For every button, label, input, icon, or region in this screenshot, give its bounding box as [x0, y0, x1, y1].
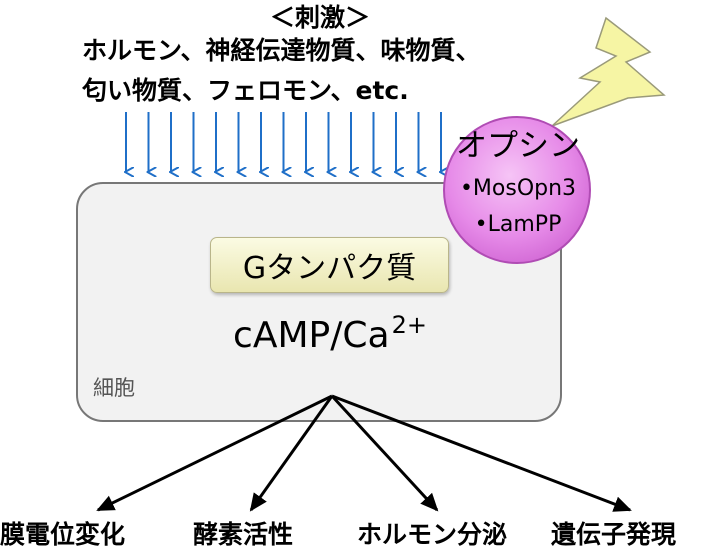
stimulus-list-line-1: ホルモン、神経伝達物質、味物質、 [82, 36, 481, 65]
cell-label: 細胞 [93, 376, 135, 400]
arrow-to-gene-expression [331, 394, 632, 512]
g-protein-label: Gタンパク質 [242, 251, 417, 286]
opsin-circle [443, 116, 591, 264]
outcome-membrane-potential: 膜電位変化 [0, 520, 126, 549]
arrow-to-hormone-secretion [330, 394, 439, 512]
outcome-arrows [96, 394, 632, 512]
opsin-item-mosopn3: •MosOpn3 [459, 176, 577, 201]
g-protein-box: Gタンパク質 [210, 237, 449, 293]
second-messenger-text: cAMP/Ca [233, 315, 390, 356]
outcome-enzyme-activity: 酵素活性 [193, 520, 294, 549]
outcome-hormone-secretion: ホルモン分泌 [357, 520, 508, 549]
stimulus-list-line-2: 匂い物質、フェロモン、etc. [82, 76, 409, 105]
outcome-gene-expression: 遺伝子発現 [551, 520, 677, 549]
opsin-item-lampp: •LamPP [474, 212, 562, 237]
lightning-bolt-icon [551, 16, 666, 127]
arrow-to-membrane-potential [96, 394, 333, 512]
stimulus-arrows [126, 112, 441, 172]
second-messenger-label: cAMP/Ca2+ [210, 313, 450, 354]
opsin-title: オプシン [456, 128, 580, 164]
second-messenger-charge: 2+ [391, 311, 427, 339]
arrow-to-enzyme-activity [249, 395, 334, 512]
stimulus-header: ＜刺激＞ [269, 3, 370, 32]
